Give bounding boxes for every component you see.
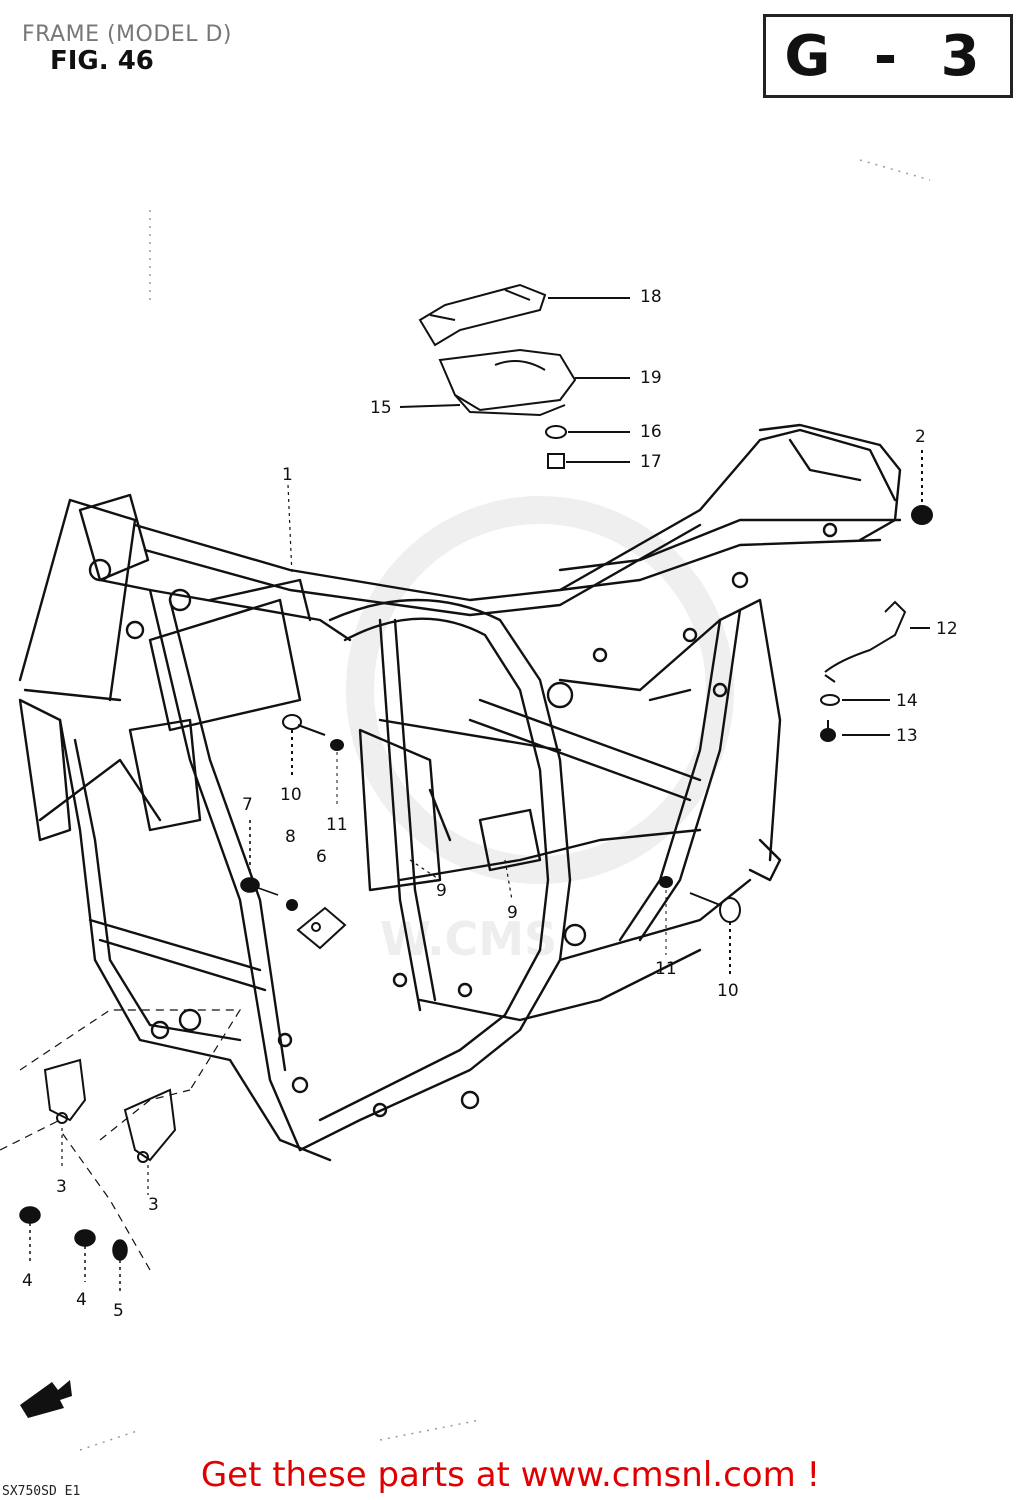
callout-17: 17: [640, 452, 662, 472]
callout-10a: 10: [280, 785, 302, 805]
callout-12: 12: [936, 619, 958, 639]
callout-2: 2: [915, 427, 926, 447]
callout-8: 8: [285, 827, 296, 847]
callout-3a: 3: [56, 1177, 67, 1197]
nut-part-17: [547, 453, 630, 469]
dotted-guides: [79, 159, 931, 1451]
bracket-part-3-right: [123, 1088, 177, 1163]
callout-9a: 9: [436, 881, 447, 901]
bolt-part-2: [911, 450, 933, 525]
callout-4b: 4: [76, 1290, 87, 1310]
tray-part-15: [399, 394, 566, 417]
rod-part-12: [824, 600, 930, 683]
frame-part-1: [18, 423, 902, 1162]
callout-3b: 3: [148, 1195, 159, 1215]
page-code-box: G - 3: [763, 14, 1013, 98]
figure-label: FIG. 46: [50, 46, 154, 76]
model-code: SX750SD E1: [2, 1484, 81, 1499]
bolt-part-10-front: [282, 714, 326, 775]
callout-9b: 9: [507, 903, 518, 923]
callout-labels: 1 2 3 3 4 4 5 6 7 8 9 9 10 10 11 11 12 1…: [22, 287, 958, 1321]
front-arrow-icon: [20, 1380, 72, 1418]
callout-19: 19: [640, 368, 662, 388]
washer-part-14: [820, 694, 890, 706]
cover-part-19: [438, 348, 630, 412]
callout-5: 5: [113, 1301, 124, 1321]
page-title: FRAME (MODEL D): [22, 22, 232, 47]
callout-14: 14: [896, 691, 918, 711]
nut-part-11-right: [659, 876, 673, 955]
strap-part-18: [418, 283, 630, 347]
callout-4a: 4: [22, 1271, 33, 1291]
callout-13: 13: [896, 726, 918, 746]
callout-1: 1: [282, 465, 293, 485]
callout-7: 7: [242, 795, 253, 815]
callout-16: 16: [640, 422, 662, 442]
nut-part-11-front: [330, 739, 344, 805]
bolt-part-10-right: [689, 892, 741, 975]
bracket-part-3-left: [43, 1058, 87, 1124]
washer-part-8: [286, 899, 298, 911]
callout-6: 6: [316, 847, 327, 867]
bolt-part-7: [240, 820, 279, 896]
washer-part-16: [545, 425, 630, 439]
callout-15: 15: [370, 398, 392, 418]
plate-part-6: [296, 906, 347, 950]
page-code: G - 3: [784, 23, 992, 89]
bolt-part-13: [820, 720, 890, 742]
parts-link[interactable]: Get these parts at www.cmsnl.com !: [200, 1455, 821, 1495]
callout-10b: 10: [717, 981, 739, 1001]
callout-11a: 11: [326, 815, 348, 835]
fasteners-4-5: [19, 1206, 128, 1292]
parts-link-banner: Get these parts at www.cmsnl.com !: [0, 1455, 1021, 1495]
bracket-guide-lines: [0, 1009, 242, 1271]
callout-11b: 11: [655, 959, 677, 979]
leader-lines: [61, 484, 513, 1195]
callout-18: 18: [640, 287, 662, 307]
